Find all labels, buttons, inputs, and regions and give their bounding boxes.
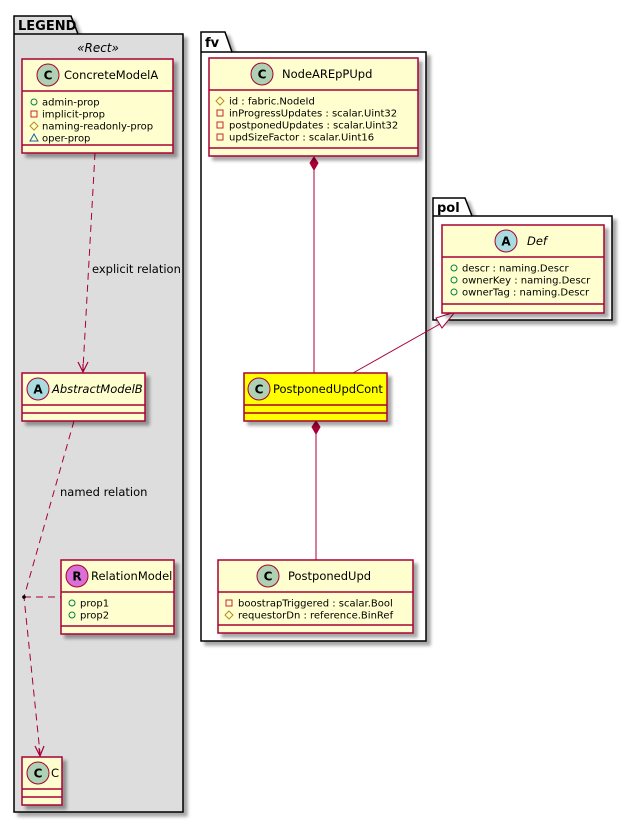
protected-icon xyxy=(215,96,225,106)
relation-named: named relation xyxy=(22,420,147,758)
association-point xyxy=(22,595,26,599)
package-fv-title: fv xyxy=(205,36,220,51)
attribute-text: id : fabric.NodeId xyxy=(229,97,315,108)
inheritance-triangle-icon xyxy=(435,311,457,329)
class-postponed-upd[interactable]: C PostponedUpd boostrapTriggered : scala… xyxy=(217,559,414,634)
attribute-text: descr : naming.Descr xyxy=(462,264,569,275)
relation-explicit: explicit relation xyxy=(77,152,181,374)
relation-explicit-label: explicit relation xyxy=(92,262,181,276)
class-name: PostponedUpdCont xyxy=(273,382,383,396)
relation-cont-to-upd xyxy=(311,420,321,560)
class-name: ConcreteModelA xyxy=(64,68,158,82)
class-kind-letter: C xyxy=(255,383,264,397)
composition-diamond-icon xyxy=(309,156,319,172)
attribute-row: id : fabric.NodeId xyxy=(215,96,315,108)
attribute-row: ownerTag : naming.Descr xyxy=(450,288,590,299)
attribute-row: oper-prop xyxy=(29,132,90,145)
class-kind-letter: C xyxy=(264,570,273,584)
private-icon xyxy=(216,133,224,141)
class-circle-icon xyxy=(250,62,274,86)
attribute-text: prop2 xyxy=(80,611,109,622)
attribute-row: requestorDn : reference.BinRef xyxy=(224,610,394,622)
attribute-text: implicit-prop xyxy=(42,110,105,121)
class-kind-letter: C xyxy=(34,767,43,781)
private-icon xyxy=(216,121,224,129)
attribute-text: ownerKey : naming.Descr xyxy=(462,276,591,287)
attribute-row: prop2 xyxy=(68,611,109,622)
class-node-arep-pupd[interactable]: C NodeAREpPUpd id : fabric.NodeId inProg… xyxy=(208,57,419,157)
public-icon xyxy=(68,599,76,607)
class-circle-icon xyxy=(256,564,280,588)
class-kind-letter: C xyxy=(44,69,53,83)
class-circle-icon xyxy=(36,63,60,87)
public-icon xyxy=(450,276,458,284)
protected-icon xyxy=(224,610,234,620)
attribute-row: admin-prop xyxy=(30,98,100,109)
public-icon xyxy=(68,611,76,619)
protected-icon xyxy=(29,121,39,131)
public-icon xyxy=(450,288,458,296)
relation-named-label: named relation xyxy=(60,485,147,499)
class-kind-letter: R xyxy=(72,570,81,584)
relation-node-to-cont xyxy=(309,156,319,373)
composition-diamond-icon xyxy=(311,420,321,436)
class-name: C xyxy=(51,766,59,780)
attribute-text: admin-prop xyxy=(42,98,100,109)
class-kind-letter: A xyxy=(501,235,511,249)
class-name: NodeAREpPUpd xyxy=(282,67,372,81)
package-legend-stereotype: «Rect» xyxy=(77,41,119,55)
class-circle-icon xyxy=(26,761,50,785)
attribute-text: inProgressUpdates : scalar.Uint32 xyxy=(229,109,397,120)
class-box xyxy=(208,57,419,157)
class-postponed-upd-cont[interactable]: C PostponedUpdCont xyxy=(243,372,388,422)
class-kind-letter: A xyxy=(33,383,43,397)
class-relation-model[interactable]: R RelationModel prop1 prop2 xyxy=(60,559,175,635)
abstract-circle-icon xyxy=(494,229,518,253)
class-name: Def xyxy=(527,234,549,248)
attribute-row: postponedUpdates : scalar.Uint32 xyxy=(216,121,398,132)
attribute-row: updSizeFactor : scalar.Uint16 xyxy=(216,133,374,144)
attribute-text: boostrapTriggered : scalar.Bool xyxy=(238,599,393,610)
class-name: RelationModel xyxy=(91,569,172,583)
abstract-circle-icon xyxy=(26,377,50,401)
attribute-text: requestorDn : reference.BinRef xyxy=(238,611,394,622)
class-name: PostponedUpd xyxy=(288,569,371,583)
attribute-row: ownerKey : naming.Descr xyxy=(450,276,591,287)
class-def[interactable]: A Def descr : naming.Descr ownerKey : na… xyxy=(441,224,605,314)
class-box xyxy=(441,224,605,314)
public-icon xyxy=(30,98,38,106)
relation-circle-icon xyxy=(65,564,89,588)
class-box xyxy=(217,559,414,634)
attribute-row: inProgressUpdates : scalar.Uint32 xyxy=(216,109,397,120)
package-icon xyxy=(29,132,39,142)
relation-cont-to-def-line xyxy=(352,319,448,374)
private-icon xyxy=(216,109,224,117)
attribute-row: implicit-prop xyxy=(30,110,105,121)
class-c[interactable]: C C xyxy=(21,756,63,806)
attribute-text: prop1 xyxy=(80,599,109,610)
attribute-row: boostrapTriggered : scalar.Bool xyxy=(225,599,393,610)
relation-named-arrowhead xyxy=(34,745,45,758)
class-concrete-model-a[interactable]: C ConcreteModelA admin-prop implicit-pro… xyxy=(21,58,174,154)
attribute-row: prop1 xyxy=(68,599,109,610)
attribute-text: updSizeFactor : scalar.Uint16 xyxy=(229,133,374,144)
class-circle-icon xyxy=(247,377,271,401)
attribute-text: postponedUpdates : scalar.Uint32 xyxy=(229,121,398,132)
public-icon xyxy=(450,264,458,272)
attribute-row: descr : naming.Descr xyxy=(450,264,569,275)
relation-explicit-arrowhead xyxy=(77,361,89,374)
class-kind-letter: C xyxy=(258,68,267,82)
relation-explicit-line xyxy=(82,152,96,370)
attribute-text: naming-readonly-prop xyxy=(42,122,153,133)
private-icon xyxy=(30,110,38,118)
package-legend-title: LEGEND xyxy=(18,19,77,34)
package-pol-title: pol xyxy=(437,201,460,216)
relation-cont-to-def xyxy=(352,311,457,374)
private-icon xyxy=(225,599,233,607)
attribute-text: ownerTag : naming.Descr xyxy=(462,288,590,299)
attribute-text: oper-prop xyxy=(42,134,90,145)
class-name: AbstractModelB xyxy=(51,382,143,396)
attribute-row: naming-readonly-prop xyxy=(29,121,153,133)
class-abstract-model-b[interactable]: A AbstractModelB xyxy=(21,372,146,422)
